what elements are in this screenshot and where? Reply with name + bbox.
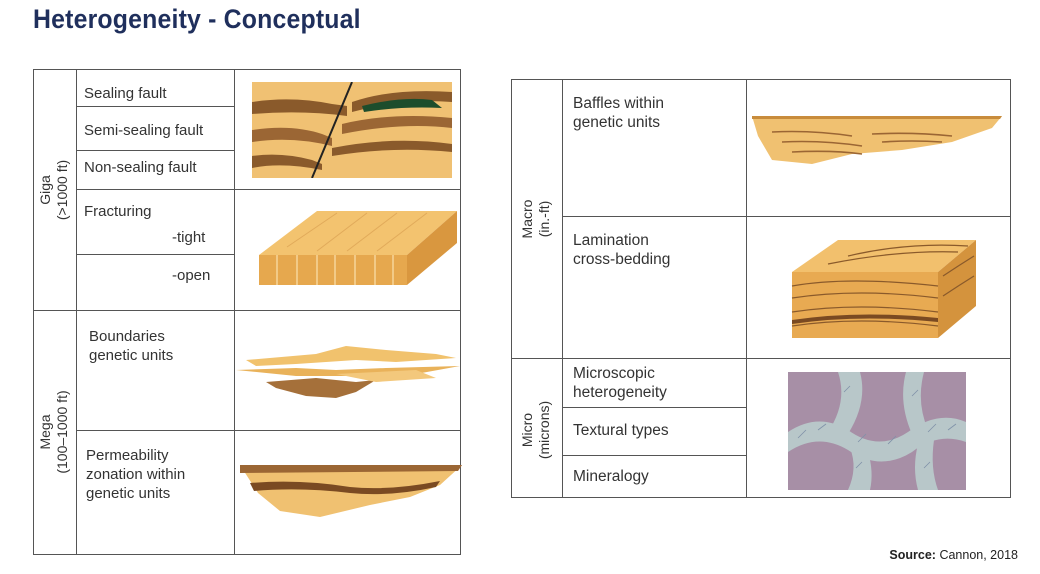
baffles-illustration (752, 116, 1002, 164)
macro-label: Macro (in.-ft) (519, 199, 552, 239)
source-citation: Source: Cannon, 2018 (889, 548, 1018, 562)
lamination-label: Lamination cross-bedding (573, 232, 671, 268)
baffles-label: Baffles within genetic units (573, 95, 665, 131)
sealing-fault-label: Sealing fault (84, 85, 167, 102)
non-sealing-fault-label: Non-sealing fault (84, 159, 197, 176)
lamination-illustration (791, 240, 976, 338)
page-title: Heterogeneity - Conceptual (33, 4, 361, 34)
textural-types-label: Textural types (573, 422, 669, 439)
boundaries-illustration (236, 346, 460, 398)
fracturing-block-illustration (259, 211, 457, 285)
permeability-label: Permeability zonation within genetic uni… (86, 447, 186, 502)
semi-sealing-fault-label: Semi-sealing fault (84, 122, 204, 139)
mega-label: Mega (100–1000 ft) (37, 390, 70, 474)
micro-label: Micro (microns) (519, 400, 552, 460)
giga-label: Giga (>1000 ft) (37, 159, 70, 221)
mineralogy-label: Mineralogy (573, 468, 649, 485)
fracturing-label: Fracturing (84, 203, 152, 220)
fracturing-tight-label: -tight (172, 229, 206, 246)
microscopic-label: Microscopic heterogeneity (573, 365, 667, 401)
fault-illustration (252, 82, 452, 178)
permeability-illustration (240, 465, 462, 517)
boundaries-label: Boundaries genetic units (89, 328, 174, 364)
microscopic-illustration (788, 372, 966, 490)
fracturing-open-label: -open (172, 267, 211, 284)
